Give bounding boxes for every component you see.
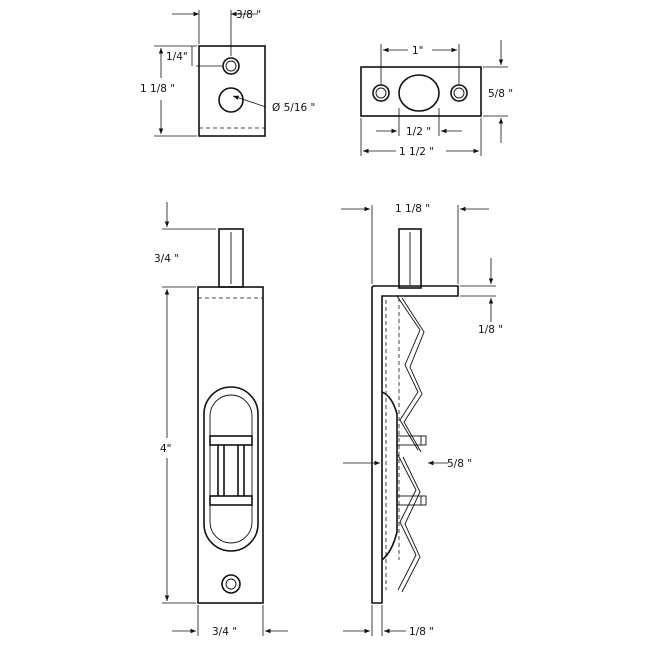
top-left-view: 3/8 " 1/4" 1 1/8 " Ø 5/16 " [140,9,315,137]
dim-hole-spacing-label: 1" [412,45,424,57]
dim-hole-offset-label: 3/8 " [236,9,261,21]
screw-hole-left [372,84,390,102]
screw-hole-countersink [225,60,237,72]
leader-line [232,95,267,108]
dim-height-label: 1 1/8 " [140,83,175,95]
lever-bar-top [209,435,253,446]
bolt-opening [398,74,440,112]
side-body-curve [381,391,398,561]
screw-hole-right [450,84,468,102]
dim-center-opening-label: 1/2 " [406,126,431,138]
dim-plate-height-label: 5/8 " [488,88,513,100]
screw-hole-right-countersink [453,87,465,99]
screw-hole [222,57,240,75]
dim-body-width-label: 3/4 " [212,626,237,638]
front-view: 3/4 " 4" 3/4 " [154,202,288,638]
dim-flange-width-label: 1 1/8 " [395,203,430,215]
screw-hole-left-countersink [375,87,387,99]
dim-plate-width-label: 1 1/2 " [399,146,434,158]
lever-recess-outer [203,386,259,552]
dim-plate-thickness-label: 1/8 " [409,626,434,638]
lever-diagonal [401,456,421,593]
side-bolt-rod [398,228,422,289]
top-right-view: 1" 5/8 " 1/2 " 1 1/2 " [360,40,513,158]
dim-body-length-label: 4" [160,443,172,455]
dim-flange-thickness-label: 1/8 " [478,324,503,336]
dim-lever-depth-label: 5/8 " [447,458,472,470]
mounting-plate-outline [360,66,482,117]
side-view: 1 1/8 " 1/8 " 5/8 " 1/8 " [341,203,503,638]
lever-recess-inner [209,394,253,544]
body-screw-hole-countersink [225,578,237,590]
lever-bar-bottom [209,495,253,506]
lever-pin-top [396,435,427,446]
dim-hole-from-top-label: 1/4" [166,51,188,63]
bolt-body-outline [197,286,264,604]
lever-diagonal [396,295,421,451]
lever-pin-bottom [396,495,427,506]
dim-bolt-projection-label: 3/4 " [154,253,179,265]
bolt-hole [218,87,244,113]
lever-diagonal [401,297,425,453]
side-flange-plate [371,285,459,604]
strike-plate-outline [198,45,266,137]
dim-bolt-diameter-label: Ø 5/16 " [272,102,315,114]
lever-diagonal [397,454,417,591]
body-screw-hole [221,574,241,594]
